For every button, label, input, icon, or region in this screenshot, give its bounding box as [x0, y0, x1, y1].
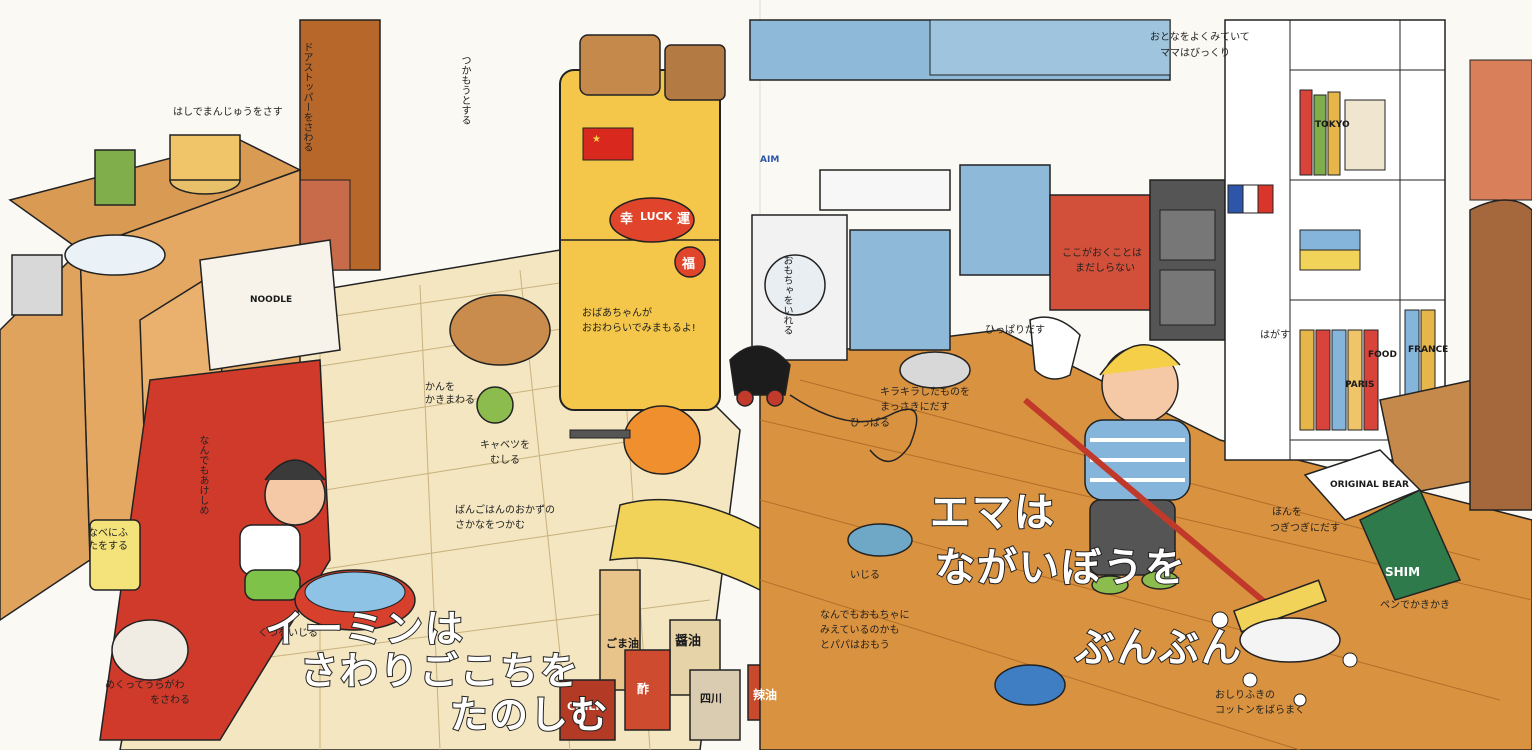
- mop-head: [1232, 579, 1328, 633]
- green-book: [1359, 488, 1462, 601]
- jinmu-text: 酢: [637, 682, 650, 696]
- label-pen-draw: ペンでかきかき: [1380, 600, 1450, 611]
- left-title-line-1: イーミンは: [264, 606, 466, 652]
- mop-strings: [1239, 617, 1341, 663]
- utensil-cup: [94, 149, 136, 206]
- paris-text: PARIS: [1345, 380, 1375, 390]
- left-title-line-3: たのしむ: [449, 692, 611, 738]
- fortune-magnet: [674, 246, 706, 278]
- steel-pot: [11, 254, 63, 316]
- shim-text: SHIM: [1385, 565, 1421, 579]
- bowl-lid: [111, 619, 189, 681]
- label-open-all: なんでもあけしめ: [197, 435, 208, 515]
- chair: [1469, 199, 1532, 511]
- bear-text: ORIGINAL BEAR: [1330, 480, 1409, 490]
- slipper: [847, 523, 913, 557]
- label-dinner-fish: ばんごはんのおかずの: [455, 505, 555, 516]
- lower-cabinet: [849, 229, 951, 351]
- orange-pot: [623, 405, 701, 475]
- label-grab: つかもうとする: [459, 55, 470, 125]
- label-sparkly-2: まっさきにだす: [880, 402, 950, 413]
- un-text: 運: [677, 212, 691, 227]
- label-sparkly: キラキラしたものを: [880, 387, 970, 398]
- tokyo-text: TOKYO: [1315, 120, 1350, 130]
- label-pull: ひっぱる: [850, 418, 890, 429]
- china-flag-magnet: [582, 127, 634, 161]
- label-grandma-2: おおわらいでみまもるよ!: [582, 323, 696, 334]
- label-books-2: つぎつぎにだす: [1270, 523, 1340, 534]
- brick-wall-right: [1469, 59, 1532, 201]
- aim-text: AIM: [760, 155, 780, 165]
- left-title-line-2: さわりごこちを: [299, 648, 581, 694]
- dumpling-plate: [64, 234, 166, 276]
- cabbage: [476, 386, 514, 424]
- france-flag: [1227, 184, 1244, 214]
- label-chopsticks: はしでまんじゅうをさす: [173, 107, 283, 118]
- veg-basket: [449, 294, 551, 366]
- label-mama-2: ママはびっくり: [1160, 48, 1230, 59]
- condiment-bottles: [559, 569, 789, 741]
- mala-text: 辣油: [753, 688, 778, 702]
- label-flip: めくってうらがわ: [105, 680, 185, 691]
- label-grandma: おばあちゃんが: [582, 308, 652, 319]
- label-back-unknown: ここがおくことは: [1062, 248, 1142, 259]
- label-tamper: いじる: [850, 570, 880, 581]
- cotton-pads: [1211, 611, 1358, 707]
- luck-magnet: [609, 197, 695, 243]
- chili-text: CHILI: [567, 700, 600, 713]
- label-pull-out: ひっぱりだす: [985, 325, 1045, 336]
- basket-top: [579, 34, 661, 96]
- yellow-canister: [89, 519, 141, 591]
- label-anything-toy: なんでもおもちゃに: [820, 610, 910, 621]
- label-can-2: かきまわる: [425, 395, 475, 406]
- mop-handle: [1023, 397, 1282, 618]
- label-flip-2: をさわる: [150, 695, 190, 706]
- label-mama: おとなをよくみていて: [1150, 32, 1250, 43]
- label-anything-toy-2: みえているのかも: [820, 625, 900, 636]
- label-slippers: くつをいじる: [258, 628, 318, 639]
- toy-shoe: [994, 664, 1066, 706]
- plastic-bag: [1029, 316, 1081, 380]
- shisen-text: 四川: [700, 692, 722, 705]
- right-title-line-3: ぶんぶん: [1074, 624, 1243, 672]
- label-peel: はがす: [1260, 330, 1290, 341]
- label-door-stopper: ドアストッパーをさわる: [301, 42, 312, 152]
- pull-string: [789, 394, 918, 462]
- label-anything-toy-3: とパパはおもう: [820, 640, 890, 651]
- kou-text: 幸: [620, 212, 634, 227]
- label-cotton-2: コットンをばらまく: [1215, 705, 1305, 716]
- noodle-text: NOODLE: [250, 295, 293, 305]
- label-dinner-fish-2: さかなをつかむ: [455, 520, 525, 531]
- france-text: FRANCE: [1408, 345, 1449, 355]
- label-cotton: おしりふきの: [1215, 690, 1275, 701]
- luck-text: LUCK: [640, 210, 673, 223]
- right-title-line-2: ながいぼうを: [934, 544, 1187, 592]
- right-title-line-1: エマは: [929, 489, 1056, 537]
- fuku-text: 福: [682, 257, 696, 272]
- sink: [819, 169, 951, 211]
- label-back-unknown-2: まだしらない: [1075, 263, 1135, 274]
- soy-text: 醤油: [675, 634, 702, 649]
- sesame-oil-text: ごま油: [606, 637, 639, 650]
- boy-with-mop: [1084, 344, 1191, 595]
- label-books: ほんを: [1272, 507, 1302, 518]
- open-drawer: [199, 239, 341, 371]
- label-toy-in: おもちゃをいれる: [781, 255, 792, 335]
- label-pot-lid: なべにふたをする: [88, 528, 128, 552]
- red-dishwasher: [1049, 194, 1151, 311]
- label-cabbage: キャベツを: [480, 440, 530, 451]
- svg-text:★: ★: [592, 134, 601, 145]
- toy-dog: [729, 345, 791, 407]
- label-can: かんを: [425, 382, 455, 393]
- toddler-boy: [239, 459, 326, 601]
- label-cabbage-2: むしる: [490, 455, 520, 466]
- strainer: [899, 351, 971, 389]
- food-text: FOOD: [1368, 350, 1397, 360]
